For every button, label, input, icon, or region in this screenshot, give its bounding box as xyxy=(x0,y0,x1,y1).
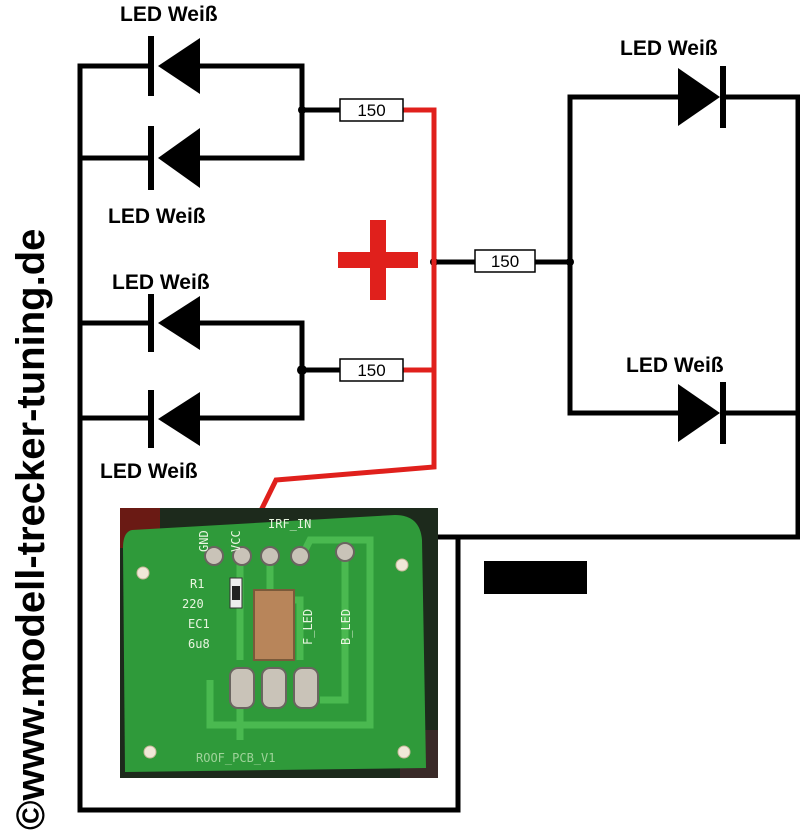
diode-left-3 xyxy=(148,294,200,352)
pcb-photo: GND VCC IRF_IN R1 220 EC1 6u8 F_LED B_LE… xyxy=(120,508,438,778)
pcb-pin-gnd: GND xyxy=(197,530,211,552)
pcb-pin-irf-in: IRF_IN xyxy=(268,517,311,531)
led-label-left-3: LED Weiß xyxy=(112,271,210,294)
resistor-top-left-value: 150 xyxy=(357,101,385,120)
diode-right-1 xyxy=(678,66,726,128)
pcb-ec1-value: 6u8 xyxy=(188,637,210,651)
led-label-left-4: LED Weiß xyxy=(100,460,198,483)
resistor-center: 150 xyxy=(474,249,536,273)
led-label-right-2: LED Weiß xyxy=(626,354,724,377)
plus-sign-icon xyxy=(338,220,418,300)
diode-left-4 xyxy=(148,390,200,448)
pcb-b-led: B_LED xyxy=(339,609,353,645)
capacitor xyxy=(253,589,295,661)
pcb-r1-value: 220 xyxy=(182,597,204,611)
diode-left-2 xyxy=(148,126,200,190)
pcb-r1: R1 xyxy=(190,577,204,591)
resistor-top-left: 150 xyxy=(339,98,404,122)
resistor-bottom-left: 150 xyxy=(339,358,404,382)
diode-left-1 xyxy=(148,36,200,96)
resistor-bottom-left-value: 150 xyxy=(357,361,385,380)
led-label-left-1: LED Weiß xyxy=(120,3,218,26)
resistor-center-value: 150 xyxy=(491,252,519,271)
minus-sign-icon xyxy=(484,561,587,594)
led-label-right-1: LED Weiß xyxy=(620,37,718,60)
pcb-ec1: EC1 xyxy=(188,617,210,631)
pcb-pin-vcc: VCC xyxy=(229,530,243,552)
pcb-board-name: ROOF_PCB_V1 xyxy=(196,751,275,765)
watermark: ©www.modell-trecker-tuning.de xyxy=(9,229,53,830)
positive-wiring xyxy=(241,107,437,547)
diode-right-2 xyxy=(678,382,726,444)
pcb-f-led: F_LED xyxy=(301,609,315,645)
led-label-left-2: LED Weiß xyxy=(108,205,206,228)
